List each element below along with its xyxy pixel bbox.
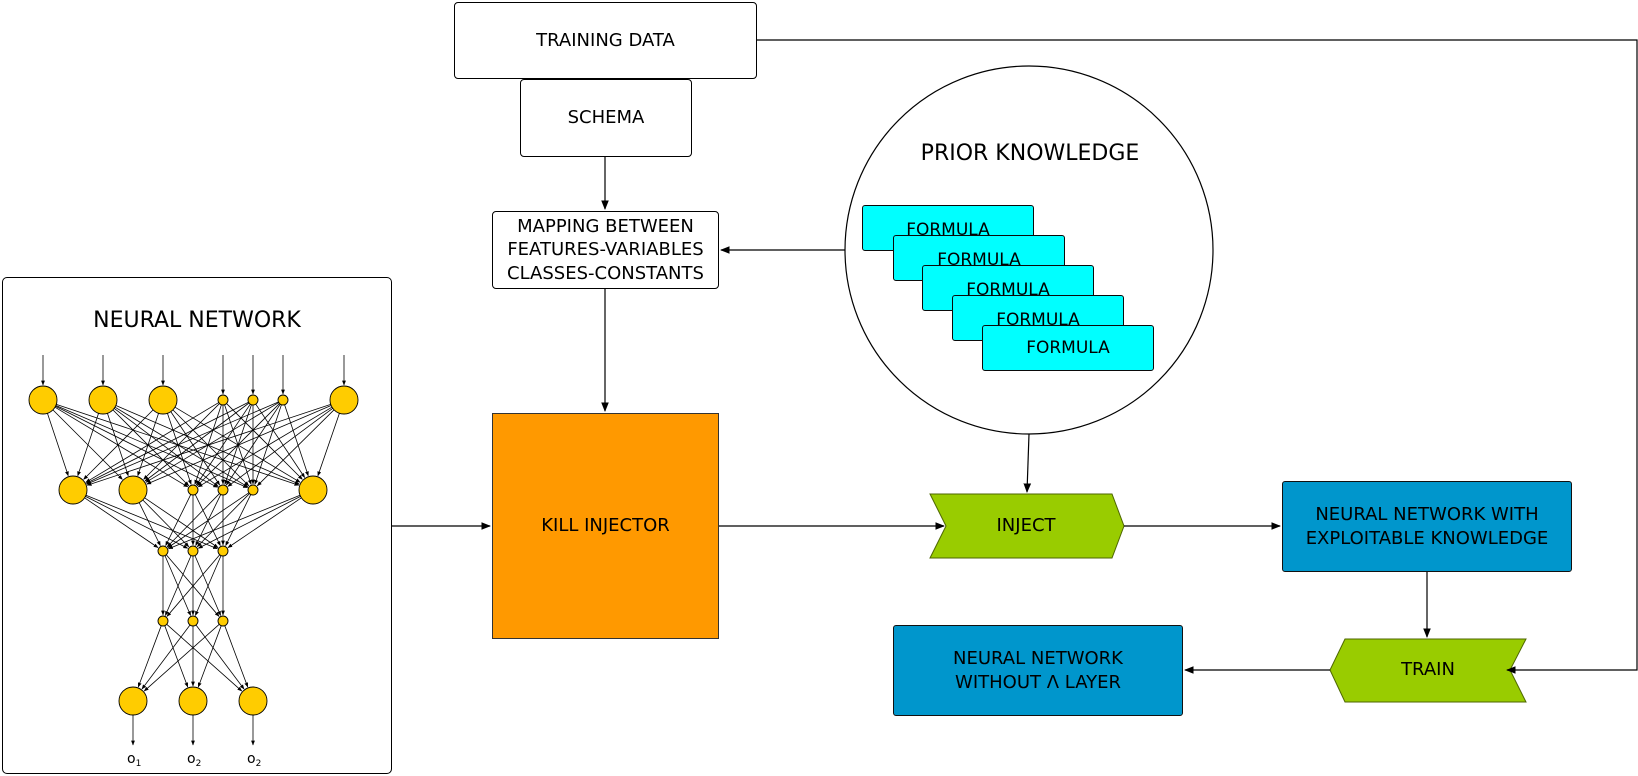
network-node xyxy=(157,615,169,627)
network-edge xyxy=(255,403,306,478)
network-edge xyxy=(166,554,221,617)
network-edge xyxy=(137,625,162,688)
network-edge xyxy=(86,401,279,485)
network-edge xyxy=(146,405,332,485)
formula-card-5: FORMULA xyxy=(982,325,1154,371)
network-edge xyxy=(145,402,279,483)
arrow-prior-to-inject xyxy=(1023,433,1032,493)
arrow-training-to-train xyxy=(757,39,1638,674)
network-edge xyxy=(77,413,99,477)
network-edge xyxy=(113,408,219,487)
network-edge xyxy=(164,555,192,616)
neural-network-title: NEURAL NETWORK xyxy=(93,307,301,333)
network-node xyxy=(88,385,118,415)
output-label: o2 xyxy=(247,751,261,769)
network-node xyxy=(28,385,58,415)
network-edge xyxy=(144,402,250,482)
network-edges xyxy=(41,355,346,746)
network-edge xyxy=(197,625,222,688)
network-nodes xyxy=(28,385,359,716)
nn-without-lambda-box: NEURAL NETWORK WITHOUT Λ LAYER xyxy=(893,625,1183,716)
network-edge xyxy=(227,408,334,487)
network-node xyxy=(217,545,229,557)
network-edge xyxy=(85,495,189,549)
network-edge xyxy=(284,404,309,477)
network-edge xyxy=(168,494,301,550)
network-edge xyxy=(85,401,249,484)
network-node xyxy=(187,545,199,557)
network-node xyxy=(148,385,178,415)
network-edge xyxy=(164,625,189,688)
network-edge xyxy=(143,403,220,480)
network-edge xyxy=(197,406,333,488)
network-edge xyxy=(167,413,192,485)
kill-injector-box: KILL INJECTOR xyxy=(492,413,719,639)
network-edge xyxy=(54,406,189,488)
network-edge xyxy=(227,497,302,548)
network-node xyxy=(329,385,359,415)
network-edge xyxy=(170,411,221,486)
network-edge xyxy=(144,497,219,548)
network-node xyxy=(238,686,268,716)
network-edge xyxy=(196,493,250,548)
network-edge xyxy=(197,495,301,549)
network-edge xyxy=(107,413,129,477)
network-edge xyxy=(226,403,303,480)
network-edge xyxy=(317,413,340,477)
network-edge xyxy=(85,494,218,550)
network-edge xyxy=(138,502,161,547)
network-edge xyxy=(254,404,282,485)
network-edge xyxy=(55,405,248,489)
prior-knowledge-title: PRIOR KNOWLEDGE xyxy=(920,140,1140,166)
network-edge xyxy=(114,406,249,488)
network-edge xyxy=(166,493,220,548)
network-node xyxy=(247,394,259,406)
network-node xyxy=(277,394,289,406)
network-edge xyxy=(194,555,222,616)
network-edge xyxy=(112,409,190,487)
network-edge xyxy=(166,624,243,692)
network-edge xyxy=(55,405,219,488)
network-node xyxy=(298,475,328,505)
network-node xyxy=(178,686,208,716)
network-edge xyxy=(83,409,154,480)
network-node xyxy=(217,615,229,627)
train-label: TRAIN xyxy=(1401,659,1455,681)
network-edge xyxy=(256,409,335,487)
network-edge xyxy=(52,409,123,480)
network-edge xyxy=(86,404,331,486)
nn-exploitable-knowledge-box: NEURAL NETWORK WITH EXPLOITABLE KNOWLEDG… xyxy=(1282,481,1572,572)
network-output-labels: o1 o2 o2 xyxy=(127,751,261,769)
network-edge xyxy=(143,624,220,692)
network-node xyxy=(118,686,148,716)
network-edge xyxy=(224,625,249,688)
network-edge xyxy=(47,413,69,477)
network-node xyxy=(118,475,148,505)
training-data-box: TRAINING DATA xyxy=(454,2,757,79)
network-edge xyxy=(85,402,219,483)
network-edge xyxy=(195,624,245,690)
network-node xyxy=(58,475,88,505)
network-edge xyxy=(165,494,192,547)
inject-label: INJECT xyxy=(996,515,1056,537)
network-edge xyxy=(225,403,281,486)
network-edge xyxy=(167,492,250,548)
output-label: o1 xyxy=(127,751,141,769)
schema-box: SCHEMA xyxy=(520,79,692,157)
output-label: o2 xyxy=(187,751,201,769)
network-node xyxy=(187,484,199,496)
network-node xyxy=(157,545,169,557)
network-node xyxy=(217,394,229,406)
network-node xyxy=(217,484,229,496)
mapping-box: MAPPING BETWEEN FEATURES-VARIABLES CLASS… xyxy=(492,211,719,289)
network-node xyxy=(187,615,199,627)
inject-shape xyxy=(929,493,1125,559)
network-edge xyxy=(141,624,191,690)
network-node xyxy=(247,484,259,496)
network-edge xyxy=(84,497,159,548)
